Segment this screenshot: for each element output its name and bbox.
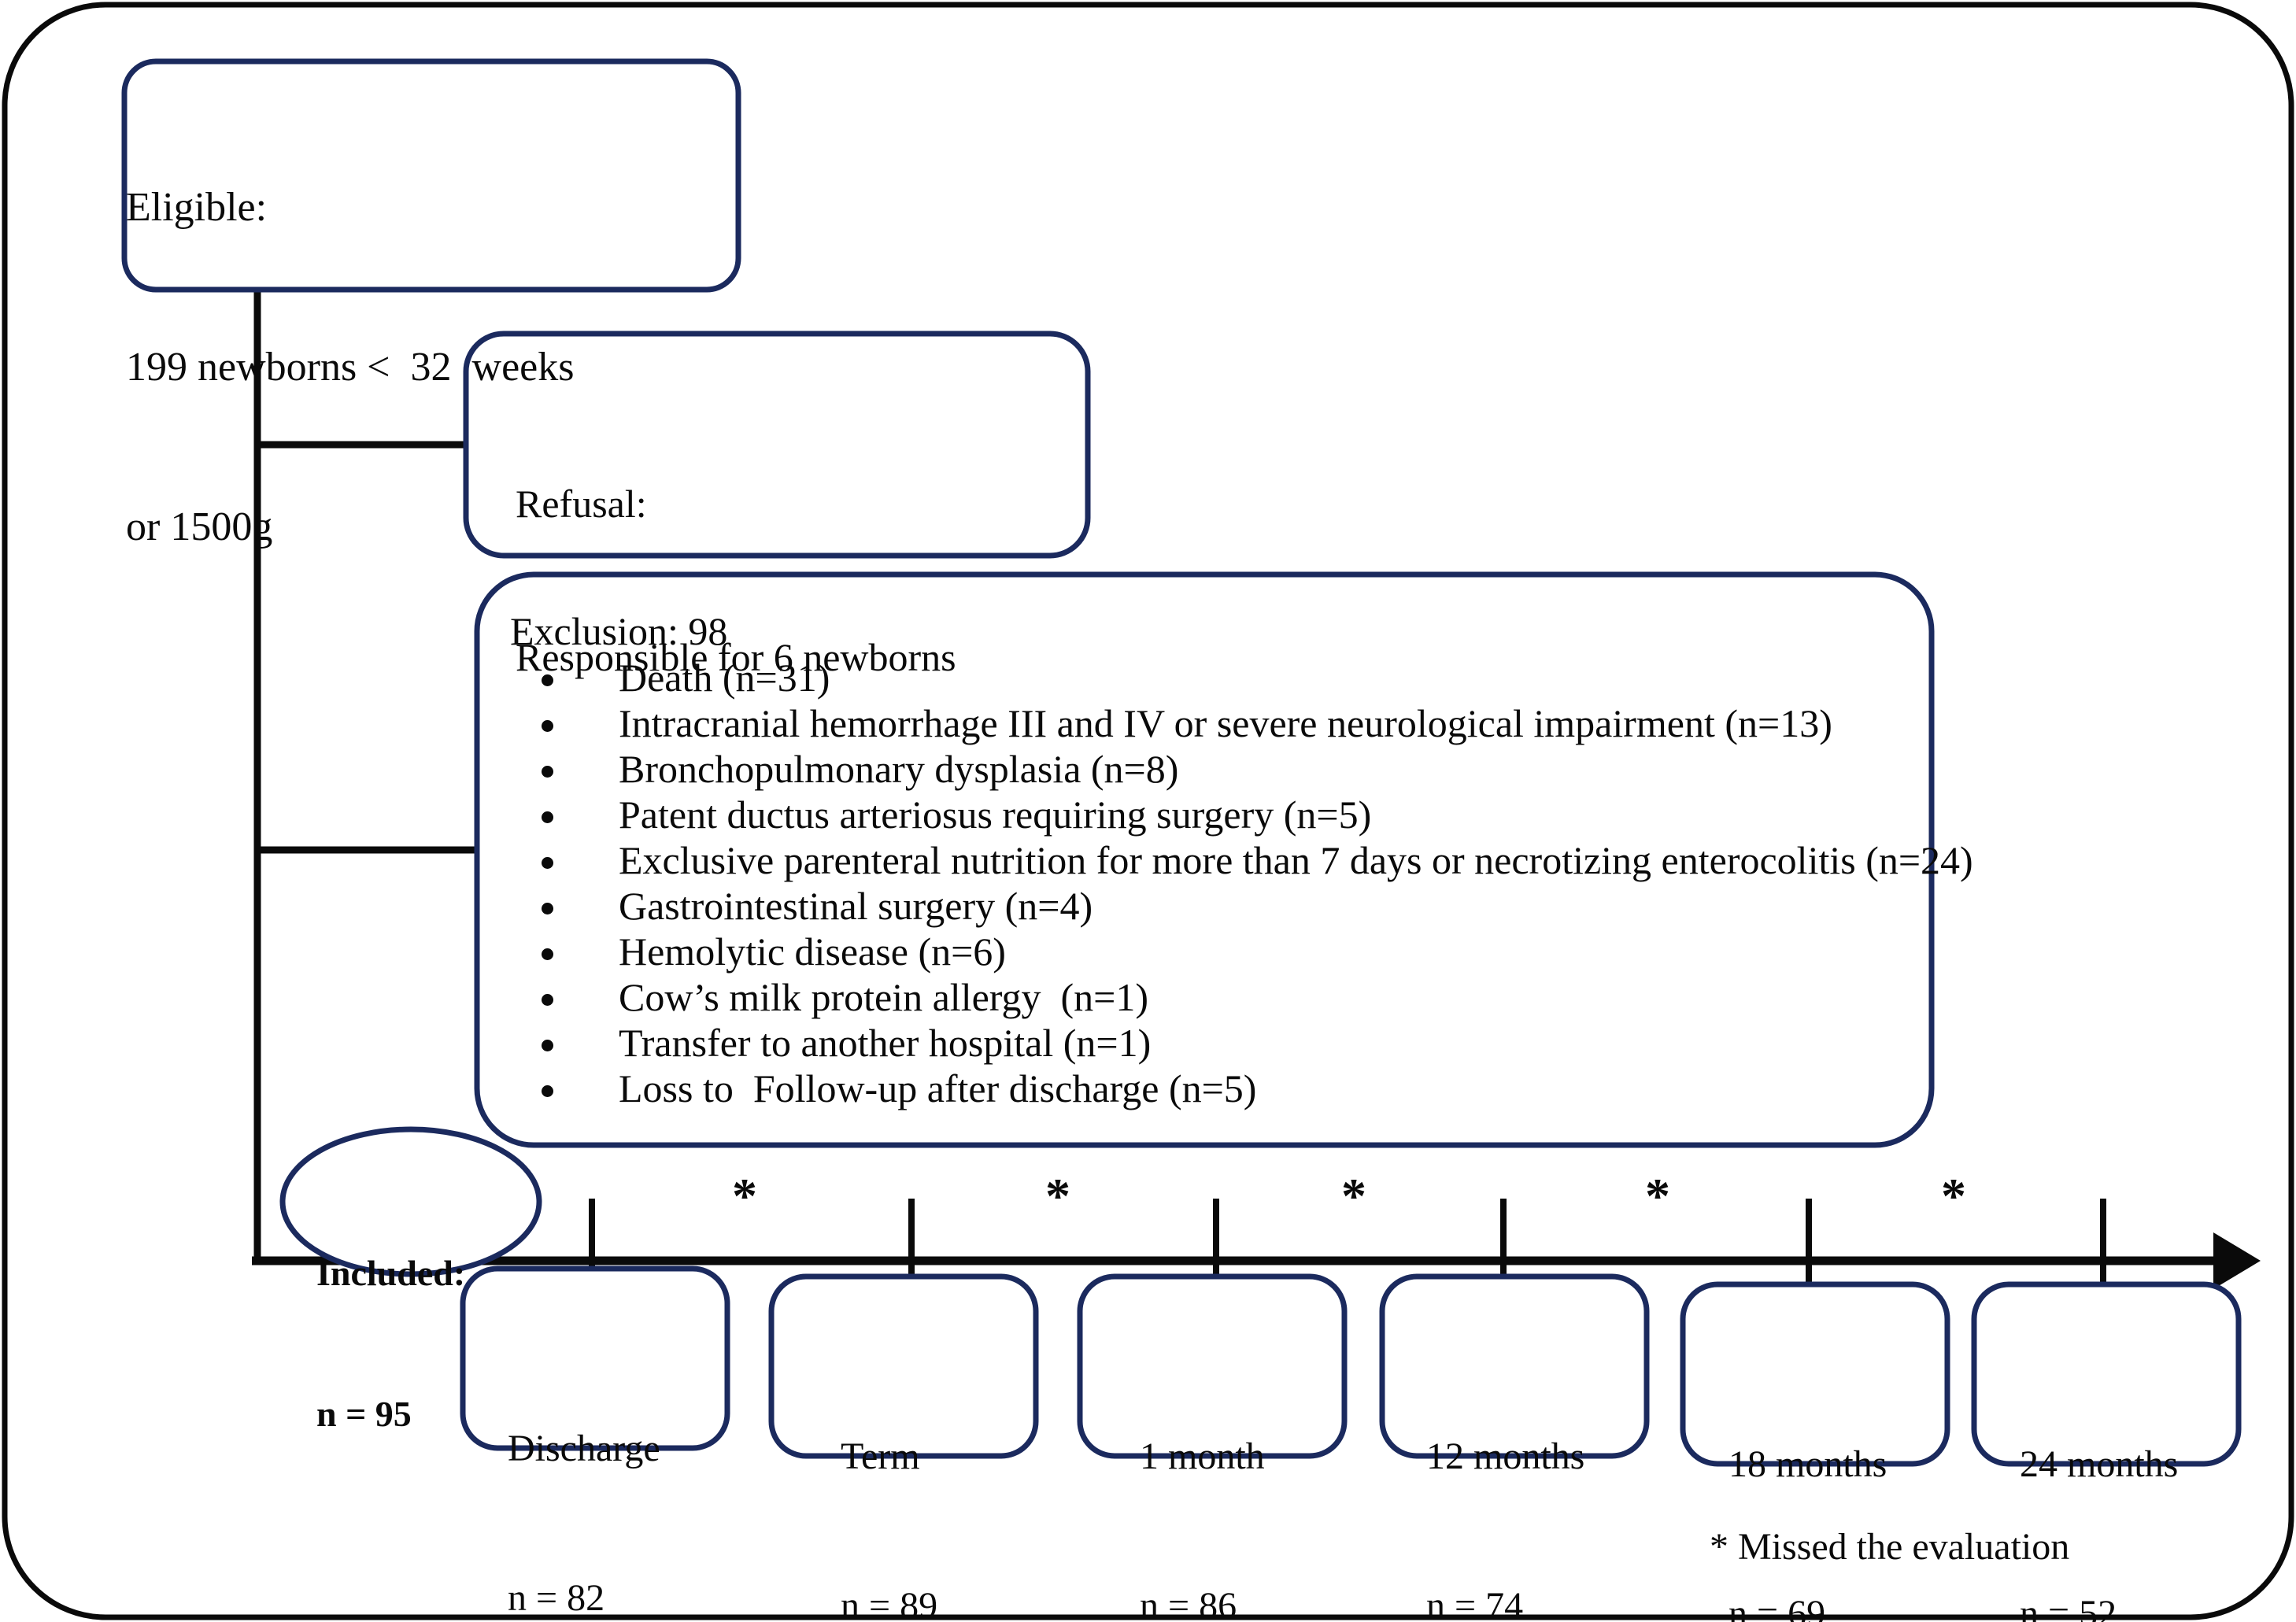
axis-asterisk: *	[1645, 1168, 1670, 1224]
refusal-line-1: Refusal:	[516, 482, 647, 526]
exclusion-list: Death (n=31) Intracranial hemorrhage III…	[510, 655, 1973, 1111]
timeline-node-label: Term	[841, 1435, 920, 1477]
eligible-box	[121, 58, 741, 293]
timeline-node-term: Term n = 89	[841, 1332, 937, 1622]
timeline-box-4	[1379, 1273, 1650, 1459]
included-line-1: Included:	[316, 1252, 466, 1293]
timeline-node-count: n = 86	[1140, 1584, 1237, 1622]
timeline-box-3	[1077, 1273, 1348, 1459]
axis-asterisk: *	[1341, 1168, 1366, 1224]
exclusion-list-item: Loss to Follow-up after discharge (n=5)	[510, 1066, 1973, 1111]
timeline-node-label: 24 months	[2020, 1443, 2179, 1485]
exclusion-list-item: Exclusive parenteral nutrition for more …	[510, 837, 1973, 883]
included-ellipse-text: Included: n = 95	[316, 1155, 465, 1531]
exclusion-list-item: Death (n=31)	[510, 655, 1973, 700]
timeline-node-24-months: 24 months n = 52	[2020, 1339, 2178, 1622]
timeline-node-1-month: 1 month n = 86	[1140, 1332, 1265, 1622]
exclusion-list-item: Patent ductus arteriosus requiring surge…	[510, 792, 1973, 837]
timeline-box-5	[1680, 1281, 1950, 1467]
timeline-node-label: 12 months	[1426, 1435, 1585, 1477]
timeline-box-6	[1971, 1281, 2242, 1467]
exclusion-list-item: Cow’s milk protein allergy (n=1)	[510, 974, 1973, 1020]
timeline-node-count: n = 89	[841, 1584, 938, 1622]
timeline-node-label: 18 months	[1728, 1443, 1887, 1485]
timeline-node-18-months: 18 months n = 69	[1728, 1339, 1887, 1622]
included-line-2: n = 95	[316, 1393, 412, 1434]
exclusion-list-item: Hemolytic disease (n=6)	[510, 929, 1973, 974]
included-ellipse	[279, 1126, 542, 1277]
timeline-node-count: n = 52	[2020, 1592, 2117, 1622]
axis-asterisk: *	[732, 1168, 757, 1224]
timeline-box-2	[768, 1273, 1039, 1459]
eligible-line-1: Eligible:	[126, 185, 268, 231]
timeline-box-1	[460, 1265, 730, 1451]
footnote-missed-evaluation: * Missed the evaluation	[1710, 1526, 2070, 1568]
eligible-box-text: Eligible: 199 newborns < 32 weeks or 150…	[126, 75, 574, 660]
timeline-node-12-months: 12 months n = 74	[1426, 1332, 1584, 1622]
timeline-node-count: n = 74	[1426, 1584, 1524, 1622]
axis-asterisk: *	[1045, 1168, 1070, 1224]
timeline-node-count: n = 69	[1728, 1592, 1826, 1622]
exclusion-title: Exclusion: 98	[510, 609, 728, 653]
eligible-line-3: or 1500g	[126, 504, 273, 549]
exclusion-list-item: Transfer to another hospital (n=1)	[510, 1020, 1973, 1066]
exclusion-list-item: Intracranial hemorrhage III and IV or se…	[510, 700, 1973, 746]
refusal-box-text: Refusal: Responsible for 6 newborns	[516, 376, 956, 785]
refusal-box	[463, 331, 1091, 559]
timeline-node-label: Discharge	[508, 1427, 660, 1469]
axis-asterisk: *	[1941, 1168, 1966, 1224]
timeline-node-discharge: Discharge n = 82	[508, 1324, 660, 1622]
timeline-arrowhead	[2213, 1232, 2261, 1289]
timeline-node-count: n = 82	[508, 1576, 605, 1619]
timeline-node-label: 1 month	[1140, 1435, 1265, 1477]
exclusion-list-item: Bronchopulmonary dysplasia (n=8)	[510, 746, 1973, 792]
exclusion-box	[474, 571, 1935, 1148]
refusal-line-2: Responsible for 6 newborns	[516, 635, 956, 679]
eligible-line-2: 199 newborns < 32 weeks	[126, 344, 575, 390]
exclusion-list-item: Gastrointestinal surgery (n=4)	[510, 883, 1973, 929]
